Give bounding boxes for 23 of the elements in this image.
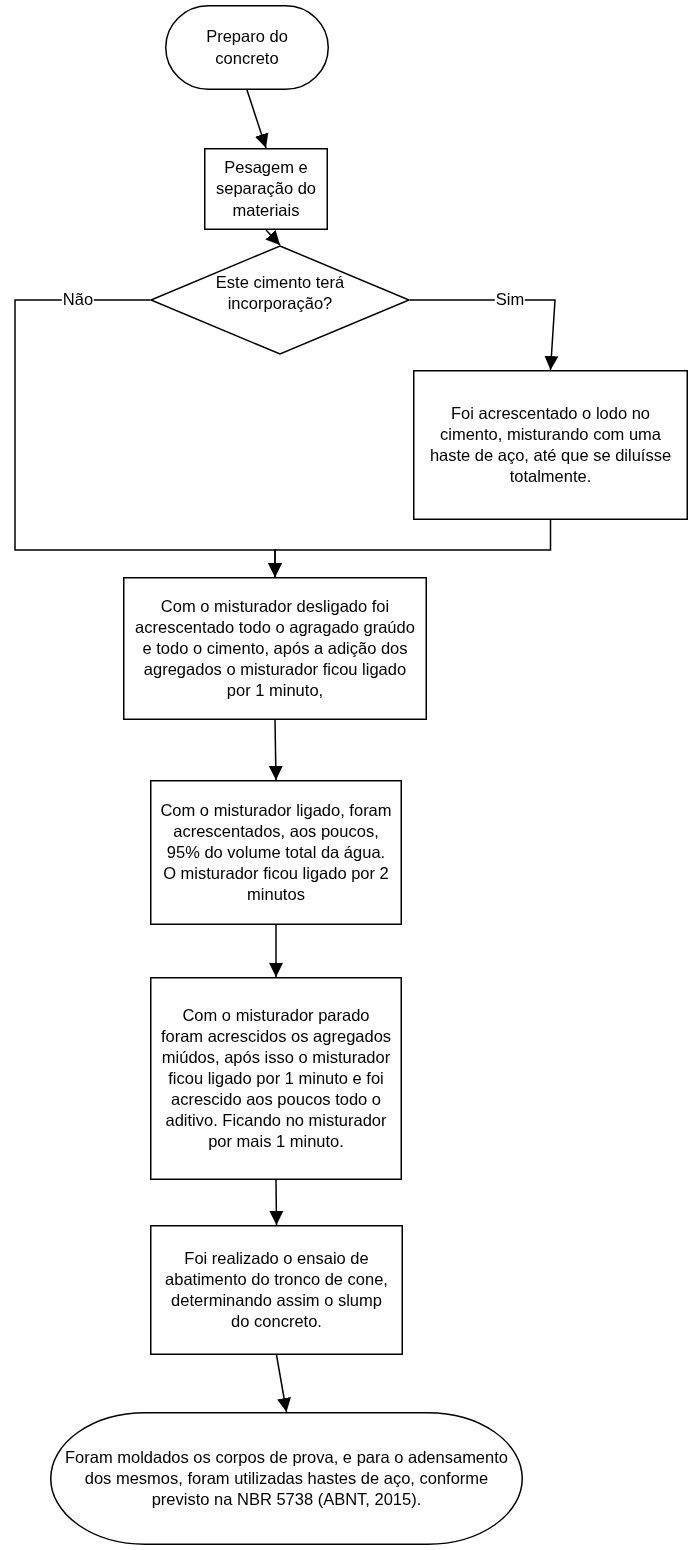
- process-box: [123, 577, 427, 720]
- step-text: Foram moldados os corpos de prova, e para o adensamento dos mesmos, foram utilizadas hastes de aço, conforme previsto na NBR 5738 (ABNT, 2015).: [64, 1446, 509, 1511]
- arrow: [275, 1354, 291, 1413]
- arrow: [269, 1179, 284, 1226]
- process-box: [150, 1225, 403, 1355]
- decision-diamond: [150, 245, 410, 355]
- arrow: [265, 229, 281, 246]
- step-text: Preparo do concreto: [205, 26, 289, 69]
- step-text: Foi acrescentado o lodo no cimento, misturando com uma haste de aço, até que se diluísse totalmente.: [428, 402, 673, 488]
- step-text: Foi realizado o ensaio de abatimento do tronco de cone, determinando assim o slump do concreto.: [164, 1247, 389, 1333]
- step-text: Com o misturador ligado, foram acrescentados, aos poucos, 95% do volume total da água. O misturador ficou ligado por 2 minutos: [159, 799, 393, 906]
- arrow: [268, 519, 552, 578]
- arrow: [268, 719, 283, 781]
- process-box: [150, 780, 402, 925]
- step-text: Pesagem e separação do materiais: [215, 157, 317, 221]
- arrow: [269, 924, 283, 978]
- step-text: Com o misturador parado foram acrescidos os agregados miúdos, após isso o misturador ficou ligado por 1 minuto e foi acrescido aos poucos todo o aditivo. Ficando no misturador por mais 1 minuto.: [159, 1004, 393, 1153]
- process-box: [413, 370, 688, 520]
- step-text: Este cimento terá incorporação?: [214, 271, 346, 314]
- step-text: Com o misturador desligado foi acrescentado todo o agragado graúdo e todo o cimento, após a adição dos agregados o misturador ficou ligado por 1 minuto,: [134, 595, 416, 702]
- process-box: [150, 977, 402, 1180]
- process-box: [204, 148, 328, 230]
- arrow: [246, 89, 269, 149]
